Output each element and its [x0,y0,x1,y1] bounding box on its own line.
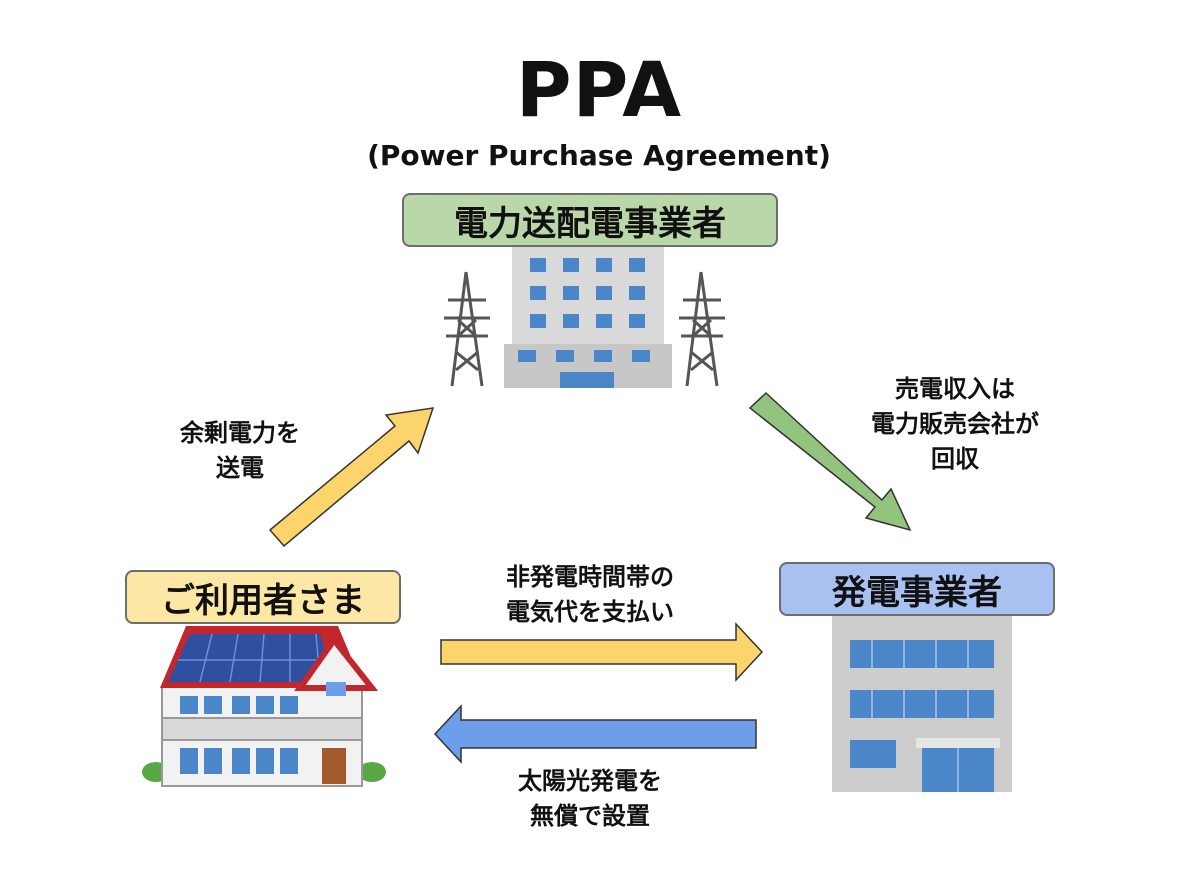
arrow-payment [440,622,764,682]
edge-surplus-label: 余剰電力を 送電 [180,419,300,482]
arrow-revenue [748,391,912,532]
pylon-right-icon [679,271,725,387]
edge-revenue-label: 売電収入は 電力販売会社が 回収 [871,375,1039,473]
customer-house-illustration [142,626,386,787]
node-customer-text: ご利用者さま [161,580,365,621]
page-title: PPA [515,45,683,134]
edge-install-label: 太陽光発電を 無償で設置 [518,767,662,830]
arrow-install [433,704,757,764]
transmission-building-illustration [444,246,725,388]
generator-building-illustration [832,616,1012,792]
pylon-left-icon [444,271,490,387]
node-customer-label: ご利用者さま [125,570,401,624]
arrow-surplus [268,407,435,548]
node-transmission-label: 電力送配電事業者 [402,193,778,247]
node-transmission-text: 電力送配電事業者 [454,203,726,244]
edge-payment-label: 非発電時間帯の 電気代を支払い [506,563,674,626]
node-generator-label: 発電事業者 [779,562,1055,616]
node-generator-text: 発電事業者 [832,572,1002,613]
page-subtitle: (Power Purchase Agreement) [367,139,831,172]
